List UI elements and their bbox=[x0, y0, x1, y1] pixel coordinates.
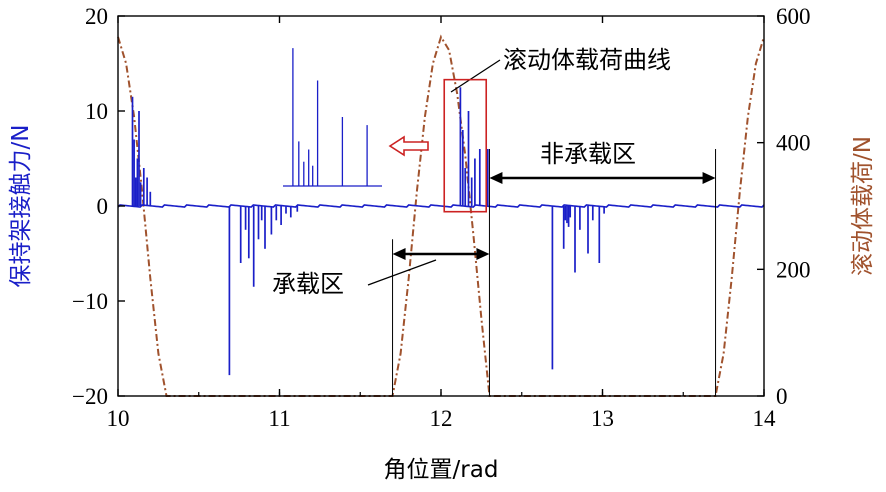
unloaded-zone-arrow bbox=[489, 172, 716, 184]
y-right-axis-title: 滚动体载荷/N bbox=[850, 136, 876, 276]
unloaded-zone-arrow-head-left bbox=[489, 172, 503, 184]
y-left-tick-label-3: −10 bbox=[72, 289, 108, 314]
zoom-arrow-icon bbox=[388, 135, 429, 157]
y-left-tick-label-2: 0 bbox=[97, 194, 109, 219]
annotations: 承载区 非承载区 滚动体载荷曲线 bbox=[272, 46, 717, 396]
axes: 10 11 12 13 14 20 10 0 −10 −20 600 400 200 0 角位置/rad 保持… bbox=[8, 4, 876, 483]
y-left-tick-label-4: −20 bbox=[72, 384, 108, 409]
loaded-zone-arrow-head-right bbox=[476, 248, 490, 260]
loaded-zone-label: 承载区 bbox=[272, 270, 344, 298]
y-right-tick-label-3: 0 bbox=[776, 384, 788, 409]
roller-load-curve-leader bbox=[450, 59, 501, 93]
loaded-zone-leader bbox=[367, 259, 437, 286]
y-left-tick-label-0: 20 bbox=[85, 4, 108, 29]
y-left-axis-title: 保持架接触力/N bbox=[8, 125, 34, 288]
x-tick-label-3: 13 bbox=[591, 406, 614, 431]
x-tick-label-0: 10 bbox=[107, 406, 130, 431]
unloaded-zone-label: 非承载区 bbox=[540, 140, 636, 168]
x-tick-label-1: 11 bbox=[268, 406, 290, 431]
y-left-tick-label-1: 10 bbox=[85, 99, 108, 124]
contact-force-baseline bbox=[117, 204, 765, 208]
loaded-zone-arrow-head-left bbox=[392, 248, 406, 260]
inset-plot bbox=[283, 48, 382, 187]
x-tick-label-2: 12 bbox=[430, 406, 453, 431]
x-tick-label-4: 14 bbox=[753, 406, 777, 431]
contact-force-series bbox=[117, 87, 765, 376]
y-right-tick-label-2: 200 bbox=[776, 257, 811, 282]
y-right-tick-label-0: 600 bbox=[776, 4, 811, 29]
roller-load-series bbox=[117, 34, 765, 397]
x-axis-title: 角位置/rad bbox=[384, 457, 499, 483]
highlight-box bbox=[443, 78, 488, 213]
loaded-zone-arrow bbox=[392, 248, 490, 260]
unloaded-zone-arrow-head-right bbox=[702, 172, 716, 184]
roller-load-curve-label: 滚动体载荷曲线 bbox=[503, 46, 671, 74]
y-right-tick-label-1: 400 bbox=[776, 131, 811, 156]
roller-load-curve bbox=[117, 34, 765, 397]
